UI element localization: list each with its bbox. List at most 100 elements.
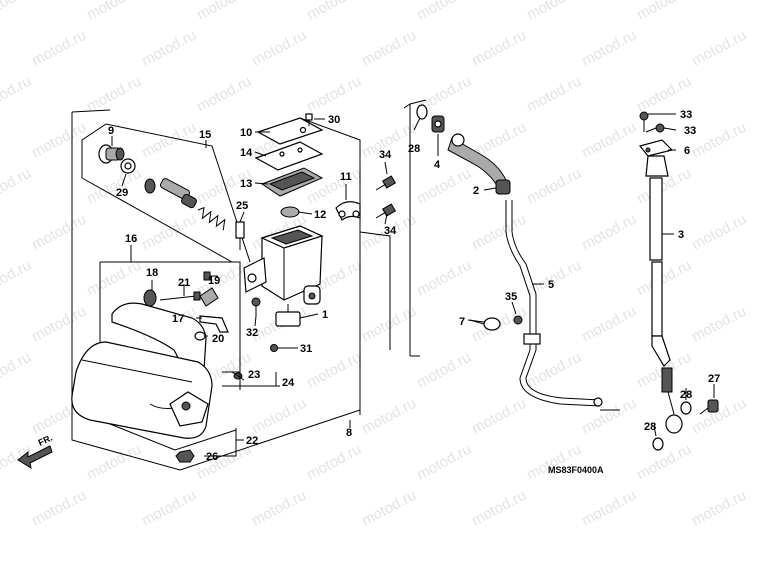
master-cylinder-body — [243, 225, 324, 305]
collar-20 — [194, 331, 206, 341]
adjuster-block — [199, 287, 219, 307]
watermark-text: motod.ru — [304, 0, 364, 24]
watermark-text: motod.ru — [29, 487, 89, 530]
watermark-text: motod.ru — [29, 27, 89, 70]
lower-brake-hose — [645, 155, 683, 434]
pipe-clamp — [469, 317, 501, 331]
watermark-text: motod.ru — [249, 395, 309, 438]
hand-guard — [71, 341, 213, 439]
watermark-text: motod.ru — [524, 441, 584, 484]
callout-23: 23 — [248, 369, 260, 381]
watermark-text: motod.ru — [304, 73, 364, 116]
callout-28-lower: 28 — [644, 421, 656, 433]
watermark-text: motod.ru — [359, 395, 419, 438]
pivot-fittings-23 — [231, 371, 245, 381]
watermark-text: motod.ru — [524, 165, 584, 208]
callout-31: 31 — [300, 343, 312, 355]
callout-1: 1 — [322, 309, 328, 321]
watermark-text: motod.ru — [0, 73, 34, 116]
watermark-text: motod.ru — [139, 27, 199, 70]
washer-28b — [680, 401, 692, 415]
callout-34-upper: 34 — [379, 149, 392, 161]
callout-11: 11 — [340, 171, 352, 183]
watermark-text: motod.ru — [524, 73, 584, 116]
callout-9: 9 — [108, 125, 114, 137]
watermark-text: motod.ru — [304, 349, 364, 392]
callout-30: 30 — [328, 114, 340, 126]
watermark-text: motod.ru — [634, 441, 694, 484]
watermark-text: motod.ru — [469, 27, 529, 70]
piston-kit-outline — [81, 123, 251, 263]
hose-bracket-6 — [638, 139, 674, 157]
callout-24: 24 — [282, 377, 295, 389]
callout-20: 20 — [212, 333, 224, 345]
watermark-text: motod.ru — [139, 211, 199, 254]
dust-boot — [98, 144, 125, 164]
callout-13: 13 — [240, 178, 252, 190]
watermark-text: motod.ru — [689, 119, 749, 162]
callout-10: 10 — [240, 127, 252, 139]
callout-35: 35 — [505, 291, 517, 303]
watermark-text: motod.ru — [689, 395, 749, 438]
piston — [159, 178, 197, 209]
callout-17: 17 — [172, 313, 184, 325]
callout-25: 25 — [236, 200, 248, 212]
watermark-text: motod.ru — [689, 303, 749, 346]
callout-32: 32 — [246, 327, 258, 339]
watermark-text: motod.ru — [194, 73, 254, 116]
brake-light-switch — [275, 304, 301, 327]
banjo-bolt-27 — [699, 399, 719, 415]
watermark-text: motod.ru — [29, 211, 89, 254]
callout-22: 22 — [246, 435, 258, 447]
screw-30 — [305, 113, 313, 126]
watermark-text: motod.ru — [469, 395, 529, 438]
callout-26: 26 — [206, 451, 218, 463]
callout-19: 19 — [208, 275, 220, 287]
callout-3: 3 — [678, 229, 684, 241]
watermark-text: motod.ru — [249, 487, 309, 530]
watermark-text: motod.ru — [414, 349, 474, 392]
reservoir-cap — [256, 117, 324, 145]
watermark-text: motod.ru — [634, 0, 694, 24]
watermark-text: motod.ru — [139, 119, 199, 162]
holder-clamp — [335, 201, 361, 221]
lever-group-outline — [99, 261, 241, 451]
watermark-text: motod.ru — [469, 211, 529, 254]
watermark-text: motod.ru — [249, 27, 309, 70]
watermark-text: motod.ru — [524, 0, 584, 24]
watermark-text: motod.ru — [359, 487, 419, 530]
watermark-text: motod.ru — [579, 119, 639, 162]
watermark-text: motod.ru — [0, 0, 34, 24]
watermark-text: motod.ru — [84, 257, 144, 300]
spring — [197, 206, 226, 231]
watermark-text: motod.ru — [689, 487, 749, 530]
callout-5: 5 — [548, 279, 554, 291]
watermark-text: motod.ru — [414, 165, 474, 208]
watermark-text: motod.ru — [304, 441, 364, 484]
circlip — [120, 158, 136, 174]
brake-hose — [447, 133, 511, 195]
lever-pivot-bolt — [159, 291, 201, 301]
callout-33-upper: 33 — [680, 109, 692, 121]
callout-18: 18 — [146, 267, 158, 279]
diagram-code: MS83F0400A — [548, 465, 604, 475]
watermark-text: motod.ru — [84, 73, 144, 116]
holder-bolts — [375, 175, 397, 219]
diaphragm — [260, 167, 324, 197]
watermark-text: motod.ru — [579, 211, 639, 254]
callout-15: 15 — [199, 129, 211, 141]
watermark-text: motod.ru — [579, 487, 639, 530]
callout-28-upper: 28 — [408, 143, 420, 155]
watermark-text: motod.ru — [634, 257, 694, 300]
callout-12: 12 — [314, 209, 326, 221]
callout-16: 16 — [125, 233, 137, 245]
bleed-screw — [235, 221, 245, 239]
watermark-text: motod.ru — [414, 257, 474, 300]
callout-numbers: 9 29 15 10 30 14 13 12 11 34 34 25 1 32 … — [108, 109, 720, 463]
switch-screw — [251, 297, 261, 316]
guard-nut — [175, 449, 195, 463]
float — [280, 206, 300, 218]
banjo-bolt-28 — [416, 104, 428, 120]
